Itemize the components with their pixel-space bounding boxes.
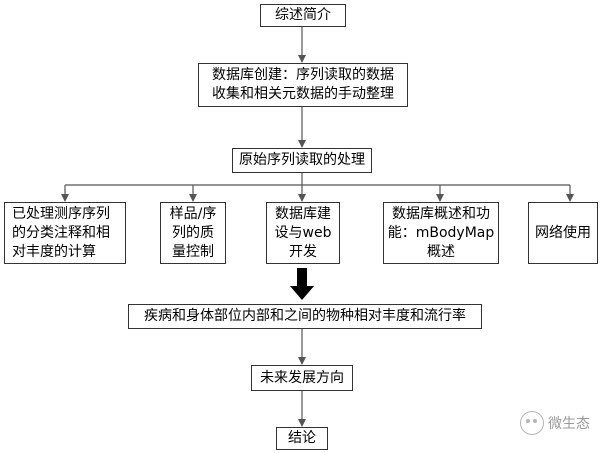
node-conclusion: 结论	[276, 427, 328, 450]
watermark: 微生态	[520, 411, 590, 435]
watermark-text: 微生态	[548, 416, 590, 432]
node-branch-mbodymap: 数据库概述和功 能：mBodyMap 概述	[383, 202, 499, 264]
node-branch-web: 数据库建 设与web 开发	[266, 202, 340, 264]
node-intro: 综述简介	[260, 4, 346, 27]
wechat-icon	[520, 411, 544, 435]
node-branch-network: 网络使用	[528, 202, 598, 264]
node-branch-abundance: 已处理测序序列 的分类注释和相 对丰度的计算	[4, 202, 126, 264]
bold-arrow-branches-to-disease	[290, 268, 314, 300]
node-future: 未来发展方向	[251, 365, 353, 391]
node-raw-processing: 原始序列读取的处理	[232, 148, 372, 173]
node-database: 数据库创建：序列读取的数据 收集和相关元数据的手动整理	[198, 63, 408, 107]
node-disease: 疾病和身体部位内部和之间的物种相对丰度和流行率	[128, 304, 482, 329]
node-branch-quality: 样品/序 列的质 量控制	[160, 202, 226, 264]
